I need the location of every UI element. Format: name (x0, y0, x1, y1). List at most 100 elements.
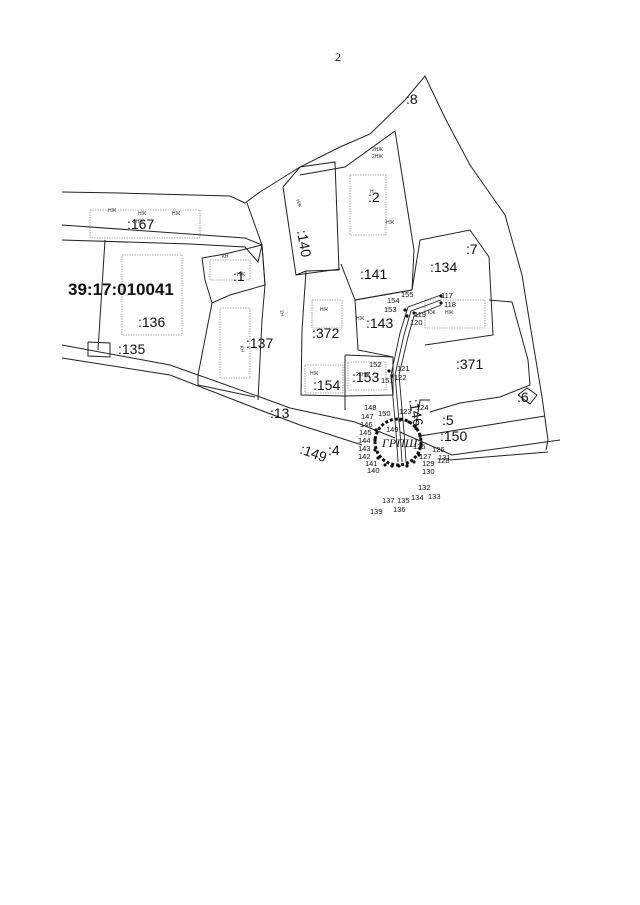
parcel-label: :153 (352, 369, 379, 385)
parcel-label: :1 (233, 268, 245, 284)
point-label: 117 (441, 291, 453, 300)
point-label: 133 (428, 492, 441, 501)
building-label: КЖ (428, 310, 436, 316)
building-label: 2НЖ (372, 154, 383, 160)
point-label: 132 (418, 483, 431, 492)
parcel-label: :2 (368, 189, 380, 205)
building-label: 2НЖ (372, 147, 383, 153)
point-label: 142 (358, 452, 371, 461)
building-label: НЖ (356, 316, 365, 322)
point-label: 130 (422, 467, 435, 476)
point-label: 147 (361, 412, 374, 421)
point-label: 148 (364, 403, 377, 412)
boundary-vertex-marker (407, 420, 411, 424)
point-label: 131 (438, 453, 451, 462)
building-label: 2КНЖ (356, 372, 370, 378)
point-label: 121 (397, 364, 410, 373)
parcel-label: :371 (456, 356, 483, 372)
building-label: НЖ (237, 272, 246, 278)
parcel-label: :167 (127, 216, 154, 232)
boundary-vertex-marker (387, 369, 391, 373)
point-label: 134 (411, 493, 424, 502)
page-number: 2 (335, 50, 341, 64)
boundary-vertex-marker (373, 448, 377, 452)
boundary-vertex-marker (373, 438, 377, 442)
point-label: 150 (378, 409, 391, 418)
parcel-label: :5 (442, 412, 454, 428)
point-label: 126 (432, 445, 445, 454)
point-label: 141 (365, 459, 378, 468)
point-label: 155 (401, 290, 414, 299)
parcel-label: :150 (440, 428, 467, 444)
point-label: 136 (393, 505, 406, 514)
boundary-vertex-marker (439, 294, 443, 298)
boundary-vertex-marker (414, 426, 418, 430)
point-label: 140 (367, 466, 380, 475)
point-label: 154 (387, 296, 400, 305)
point-label: 125 (413, 442, 426, 451)
quarter-number: 39:17:010041 (68, 280, 174, 299)
point-label: 123 (399, 407, 412, 416)
point-label: 149 (386, 425, 399, 434)
boundary-vertex-marker (383, 463, 387, 467)
boundary-vertex-marker (397, 464, 401, 468)
boundary-vertex-marker (390, 374, 394, 378)
gas-pipeline (390, 294, 442, 463)
building-label: НЖ (172, 211, 181, 217)
point-label: 145 (359, 428, 372, 437)
building-label: КН (222, 254, 229, 260)
point-label: 124 (416, 403, 429, 412)
parcel-boundaries (61, 75, 561, 461)
building-outlines (89, 174, 486, 394)
point-label: 146 (360, 420, 373, 429)
boundary-vertex-marker (418, 434, 422, 438)
boundary-vertex-marker (439, 301, 443, 305)
point-label: 137 (382, 496, 395, 505)
point-label: 128 (437, 456, 450, 465)
point-label: 152 (369, 360, 382, 369)
parcel-label: :154 (313, 377, 340, 393)
parcel-label: :137 (246, 335, 273, 351)
point-label: 120 (410, 318, 423, 327)
boundary-vertex-marker (390, 464, 394, 468)
boundary-vertex-marker (412, 311, 416, 315)
point-label: 119 (414, 310, 426, 319)
building-label: 1Н (278, 309, 285, 317)
point-label: 153 (384, 305, 397, 314)
boundary-vertex-marker (403, 308, 407, 312)
point-label: 118 (444, 300, 456, 309)
building-label: НЖ (310, 371, 319, 377)
parcel-label: :13 (270, 405, 290, 421)
boundary-vertex-marker (412, 460, 416, 464)
parcel-label: :141 (360, 266, 387, 282)
building-label: НЖ (108, 208, 117, 214)
building-label: НЖ (138, 211, 147, 217)
point-label: 127 (419, 452, 432, 461)
building-label: НЖ (294, 199, 303, 209)
building-label: НЖ (445, 310, 454, 316)
boundary-vertex-marker (405, 464, 409, 468)
parcel-label: :143 (366, 315, 393, 331)
parcel-label: :149 (298, 441, 329, 465)
parcel-label: :146 (406, 398, 427, 428)
point-label: 144 (358, 436, 371, 445)
station-label: ГРПШ (381, 436, 419, 450)
boundary-vertex-marker (419, 444, 423, 448)
point-label: 129 (422, 459, 435, 468)
building-label: НЖ (386, 220, 395, 226)
boundary-vertex-marker (405, 314, 409, 318)
building-label: КН (238, 345, 245, 353)
point-label: 151 (381, 376, 394, 385)
building-label: Н (370, 189, 374, 195)
point-label: 139 (370, 507, 383, 516)
parcel-label: :134 (430, 259, 457, 275)
boundary-vertex-marker (398, 418, 402, 422)
parcel-label: :4 (328, 442, 340, 458)
boundary-vertex-marker (417, 453, 421, 457)
point-label: 143 (358, 444, 371, 453)
parcel-label: :8 (406, 91, 418, 107)
point-label: 122 (394, 373, 407, 382)
parcel-label: :140 (294, 229, 315, 259)
parcel-label: :6 (517, 389, 529, 405)
